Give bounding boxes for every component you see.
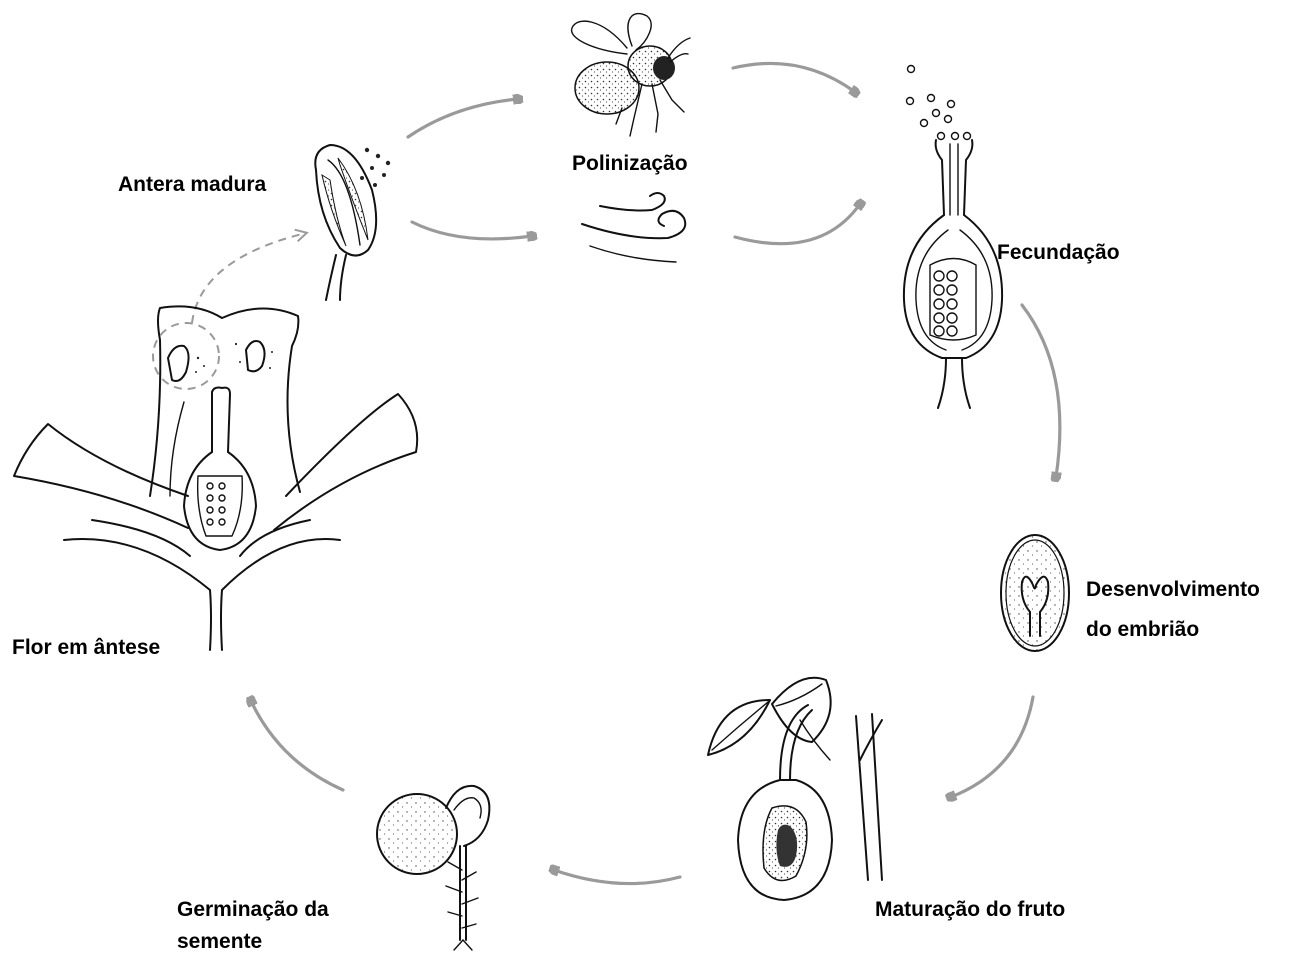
arrow-anther-to-wind: [412, 222, 532, 239]
arrow-wind-to-fecundation: [735, 204, 860, 244]
label-flor-em-antese: Flor em ântese: [12, 633, 160, 663]
flower-icon: [14, 306, 417, 650]
arrow-anther-to-bee: [408, 99, 518, 137]
seedling-icon: [377, 786, 489, 950]
label-polinizacao: Polinização: [572, 149, 688, 179]
arrow-bee-to-fecundation: [733, 63, 855, 92]
anther-icon: [315, 145, 390, 300]
label-maturacao-do-fruto: Maturação do fruto: [875, 895, 1065, 925]
arrow-seed-to-flower: [251, 701, 343, 790]
cycle-arrows: [153, 63, 1060, 883]
anther-highlight-circle: [153, 323, 219, 389]
label-desenvolvimento-line1: Desenvolvimento: [1086, 575, 1260, 605]
label-germinacao-line1: Germinação da: [177, 895, 329, 925]
label-antera-madura: Antera madura: [118, 170, 266, 200]
label-fecundacao: Fecundação: [997, 238, 1120, 268]
pollen-stipple: [195, 343, 273, 373]
label-germinacao-line2: semente: [177, 927, 262, 957]
wind-icon: [582, 193, 685, 262]
pollen-grains-icon: [360, 148, 390, 187]
bee-icon: [572, 14, 690, 136]
fruit-icon: [708, 678, 882, 900]
label-desenvolvimento-line2: do embrião: [1086, 615, 1199, 645]
embryo-seed-icon: [1001, 535, 1069, 651]
arrow-fruit-to-seed: [554, 870, 680, 884]
pistil-icon: [904, 66, 1002, 409]
arrow-fecundation-to-embryo: [1022, 305, 1060, 477]
arrow-embryo-to-fruit: [951, 697, 1033, 797]
